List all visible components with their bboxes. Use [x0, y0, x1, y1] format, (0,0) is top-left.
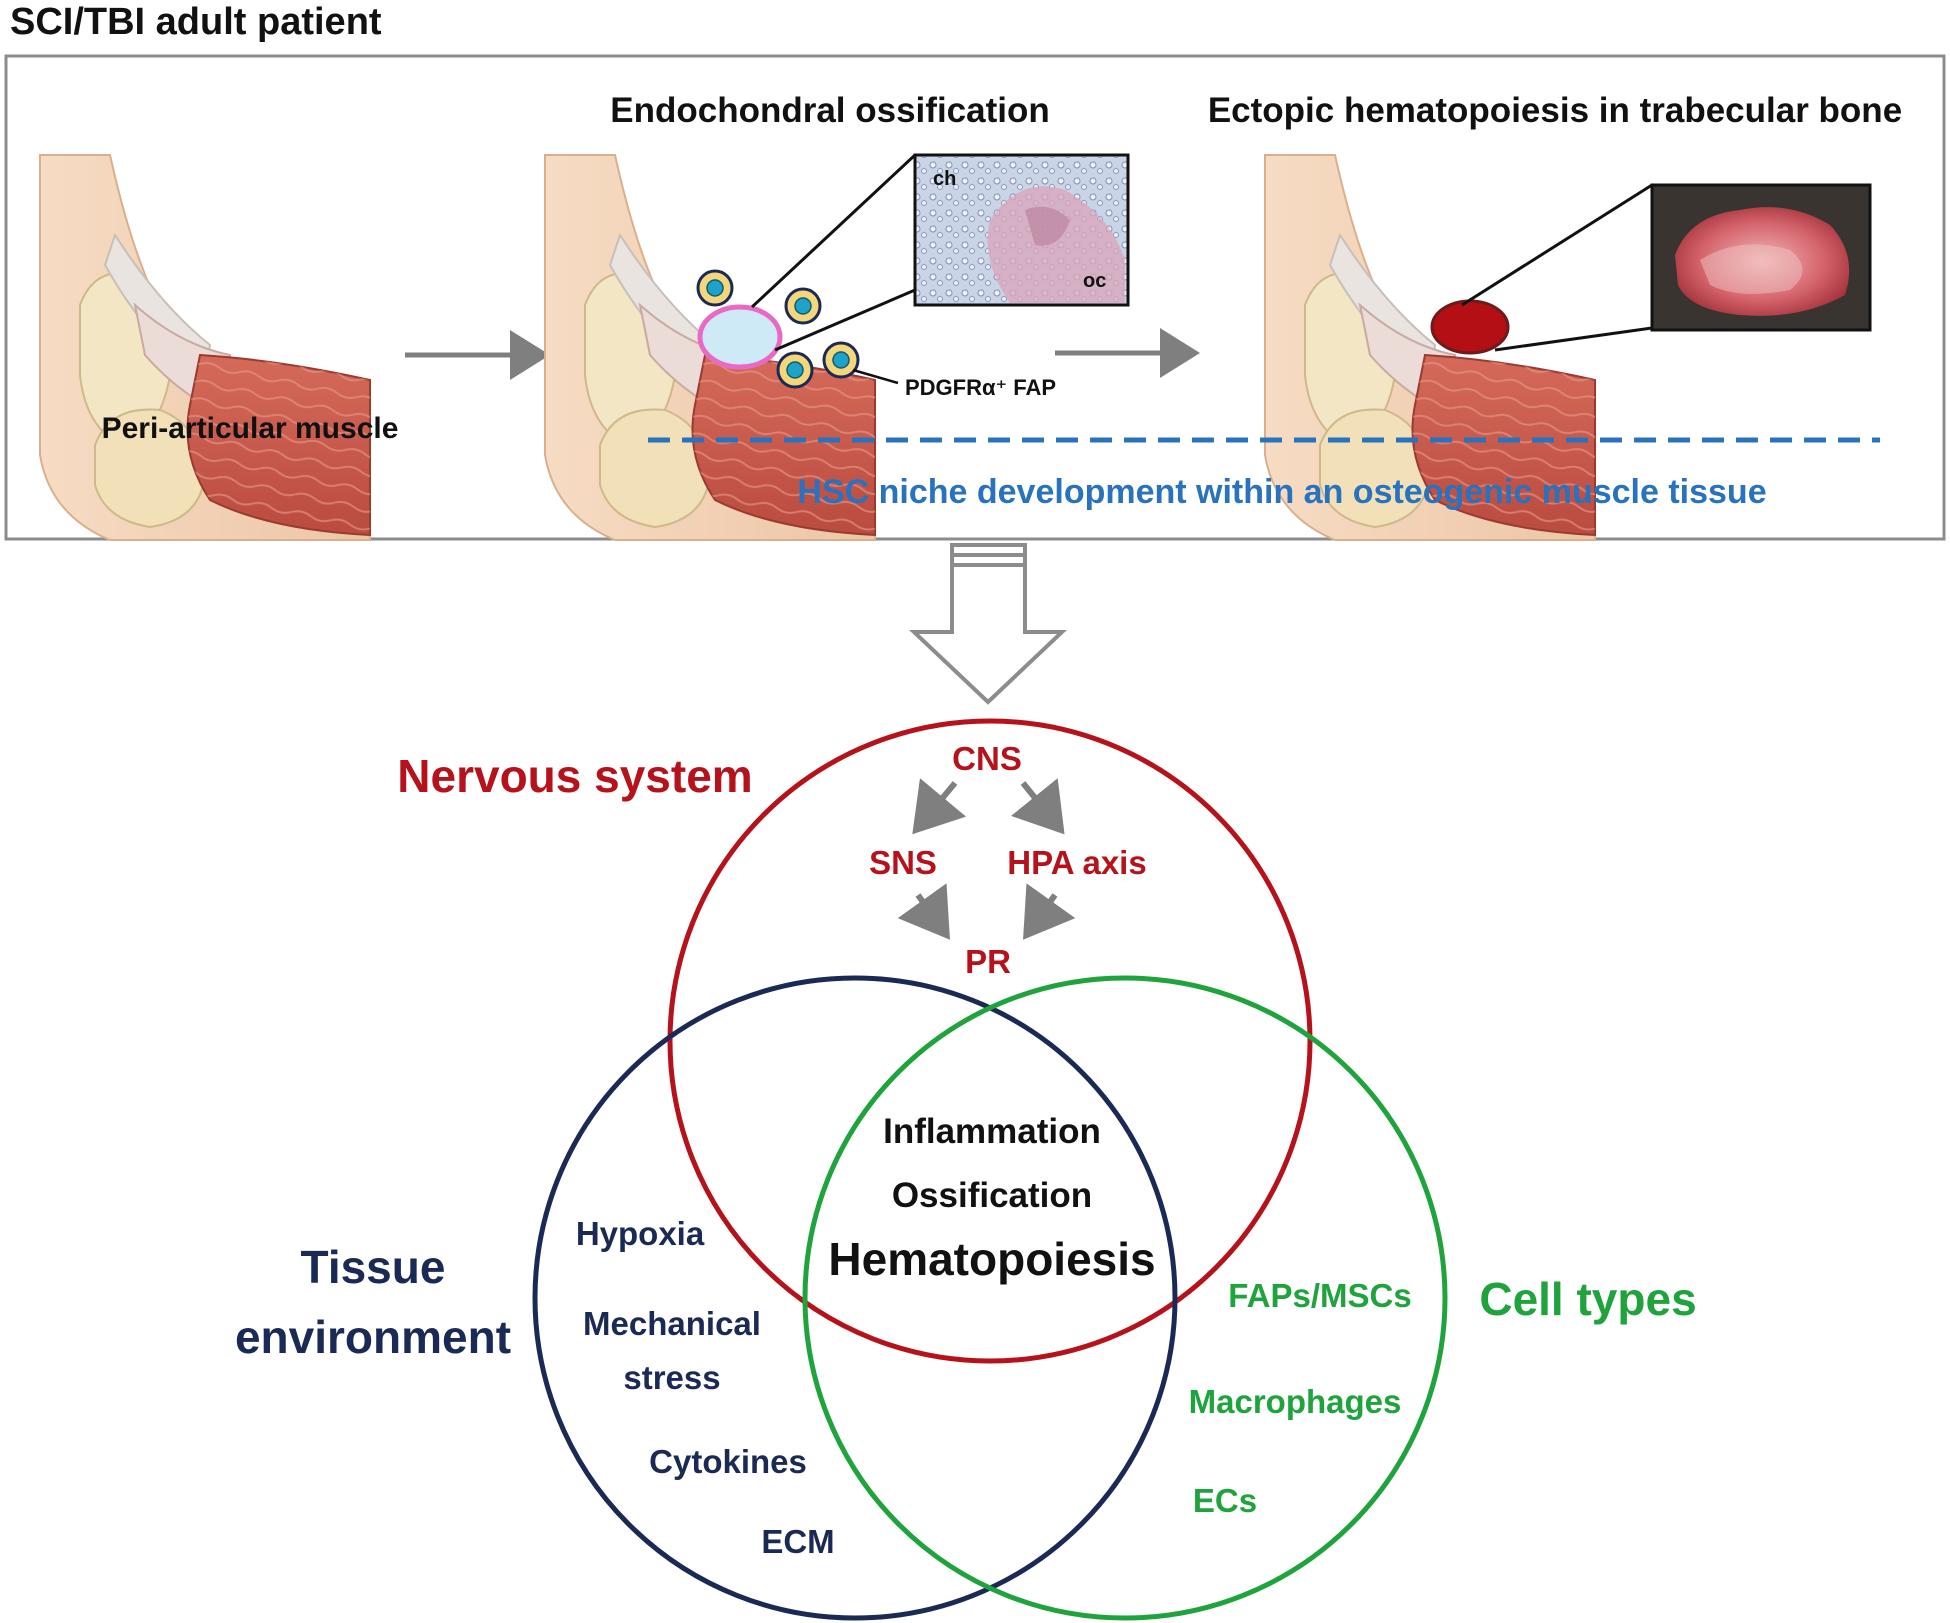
venn-circle-nervous-system — [667, 718, 1313, 1364]
inset-callout-line — [774, 288, 916, 352]
arrow-cns-to-sns — [912, 778, 967, 835]
tissue-environment-title-line1: Tissue — [301, 1241, 446, 1293]
item-hpa-axis: HPA axis — [1007, 844, 1146, 881]
fap-cell — [696, 269, 734, 307]
fap-label: PDGFRα⁺ FAP — [905, 375, 1056, 400]
venn-circle-tissue-environment — [532, 975, 1178, 1621]
fap-cell — [776, 351, 814, 389]
arrow-cns-to-hpa — [1011, 778, 1065, 835]
down-arrow — [908, 543, 1068, 705]
bone-specimen-photo — [1650, 183, 1872, 332]
item-sns: SNS — [869, 844, 937, 881]
figure-title: SCI/TBI adult patient — [10, 1, 382, 43]
ossification-lesion — [697, 304, 783, 370]
stage3-title: Ectopic hematopoiesis in trabecular bone — [1208, 91, 1902, 130]
item-cns: CNS — [952, 740, 1022, 777]
fap-cell — [822, 341, 860, 379]
top-panel-frame — [4, 54, 1946, 541]
arrow-sns-to-pr — [897, 883, 950, 940]
histology-inset — [913, 153, 1130, 307]
nervous-system-title: Nervous system — [397, 750, 752, 802]
stage1-label: Peri-articular muscle — [102, 412, 399, 445]
item-cytokines: Cytokines — [649, 1443, 807, 1480]
center-hematopoiesis: Hematopoiesis — [828, 1233, 1155, 1285]
tissue-environment-title-line2: environment — [235, 1311, 511, 1363]
elbow-illustration-normal — [39, 154, 371, 541]
ectopic-bone-lesion — [1430, 299, 1510, 355]
inset-label-oc: oc — [1083, 270, 1106, 292]
item-pr: PR — [965, 943, 1011, 980]
item-macrophages: Macrophages — [1189, 1383, 1402, 1420]
fap-cell — [784, 287, 822, 325]
inset-callout-line — [750, 153, 917, 309]
item-hypoxia: Hypoxia — [576, 1215, 705, 1252]
item-stress: stress — [623, 1359, 720, 1396]
item-mechanical: Mechanical — [583, 1305, 761, 1342]
arrow-hpa-to-pr — [1023, 883, 1076, 940]
inset-label-ch: ch — [933, 168, 956, 190]
item-faps-mscs: FAPs/MSCs — [1228, 1277, 1411, 1314]
center-ossification: Ossification — [892, 1176, 1092, 1215]
photo-callout-line — [1461, 183, 1653, 307]
venn-circle-cell-types — [802, 975, 1448, 1621]
stage2-title: Endochondral ossification — [610, 91, 1049, 130]
cell-types-title: Cell types — [1479, 1273, 1696, 1325]
panel-caption: HSC niche development within an osteogen… — [797, 473, 1766, 511]
item-ecm: ECM — [761, 1523, 834, 1560]
item-ecs: ECs — [1193, 1482, 1257, 1519]
center-inflammation: Inflammation — [883, 1112, 1101, 1151]
photo-callout-line — [1494, 326, 1653, 352]
fap-callout-line — [852, 368, 899, 385]
